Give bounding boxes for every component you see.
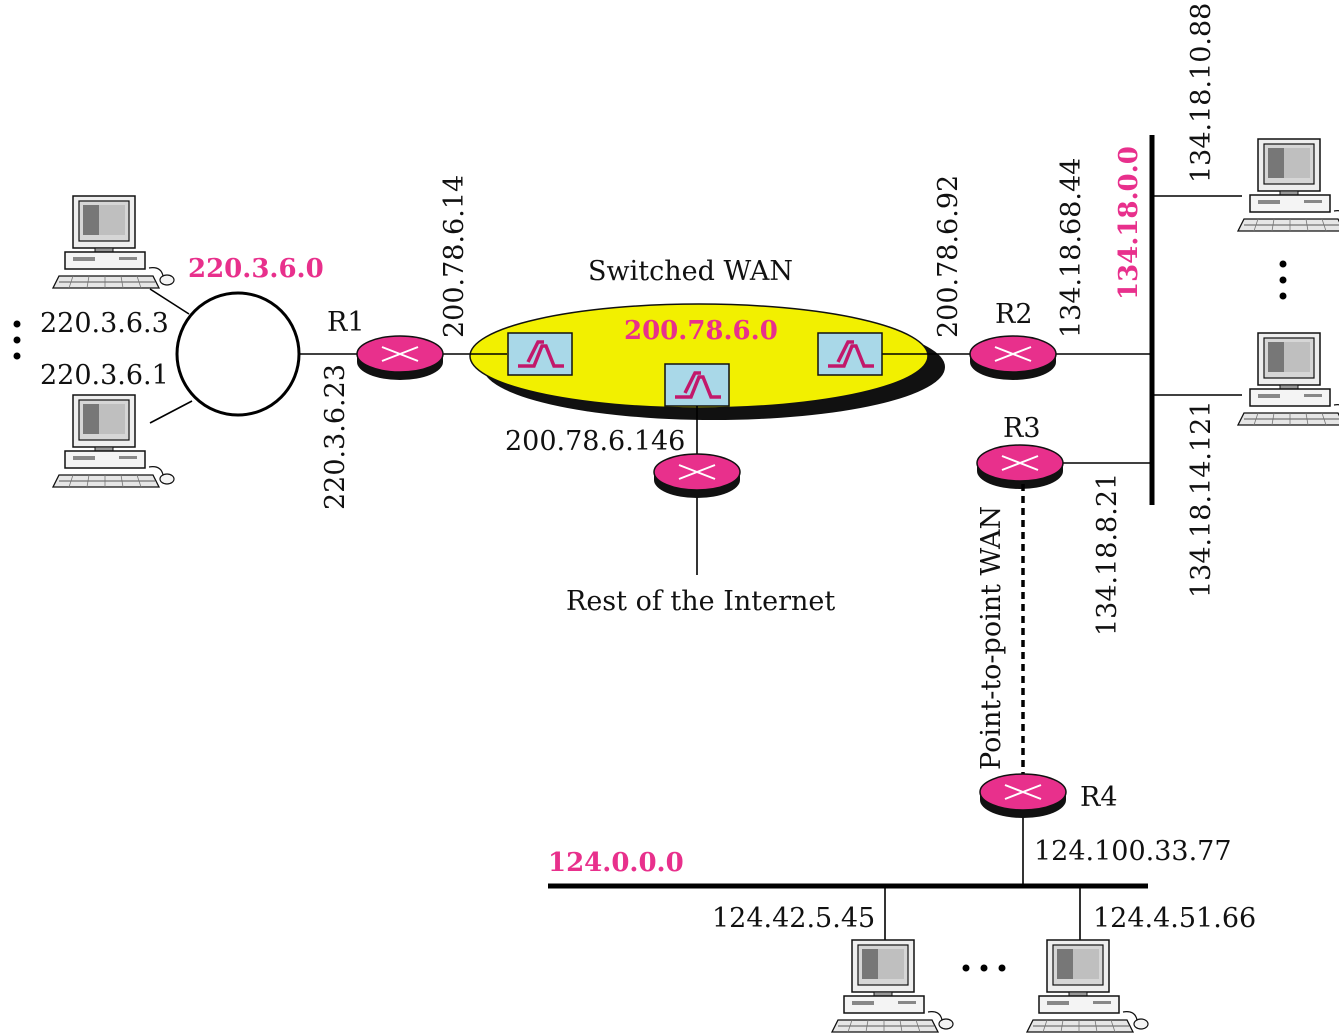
- host-address-bottom-right: 124.4.51.66: [1093, 903, 1256, 934]
- router-label-r1: R1: [327, 307, 365, 338]
- network-label-ring: 220.3.6.0: [188, 254, 324, 284]
- host-address-bottom-left: 124.42.5.45: [712, 903, 875, 934]
- switched-wan-cloud: [469, 303, 929, 409]
- network-label-124: 124.0.0.0: [548, 848, 684, 878]
- computer-icon[interactable]: [1237, 332, 1339, 426]
- lan-ring-220: 220.3.6.0 220.3.6.3 220.3.6.1: [13, 195, 324, 488]
- r1-wan-address: 200.78.6.14: [439, 175, 470, 338]
- point-to-point-wan-label: Point-to-point WAN: [976, 506, 1007, 770]
- rest-of-internet-label: Rest of the Internet: [566, 586, 835, 617]
- host-address-right-bottom: 134.18.14.121: [1186, 400, 1217, 598]
- r2-lan-address: 134.18.68.44: [1056, 158, 1087, 338]
- router-r2-icon[interactable]: [969, 335, 1057, 381]
- computer-icon[interactable]: [1237, 138, 1339, 232]
- host-address-ring-bottom: 220.3.6.1: [40, 360, 169, 391]
- r4-lan-address: 124.100.33.77: [1034, 836, 1232, 867]
- more-hosts-dots: [962, 964, 970, 972]
- r1-lan-address: 220.3.6.23: [320, 364, 351, 510]
- r2-wan-address: 200.78.6.92: [933, 175, 964, 338]
- computer-icon[interactable]: [831, 939, 954, 1033]
- router-label-r4: R4: [1080, 782, 1118, 813]
- internet-router-address: 200.78.6.146: [505, 426, 685, 457]
- wan-switch-icon[interactable]: [816, 331, 884, 377]
- computer-icon[interactable]: [52, 195, 175, 289]
- network-label-134: 134.18.0.0: [1114, 146, 1144, 300]
- computer-icon[interactable]: [1026, 939, 1149, 1033]
- wan-switch-icon[interactable]: [663, 362, 731, 408]
- router-r1-icon[interactable]: [356, 335, 444, 381]
- host-address-right-top: 134.18.10.88: [1186, 3, 1217, 183]
- switched-wan-title: Switched WAN: [588, 256, 793, 287]
- router-label-r2: R2: [995, 299, 1033, 330]
- r3-lan-address: 134.18.8.21: [1092, 473, 1123, 636]
- router-r4-icon[interactable]: [979, 773, 1067, 819]
- lan-bus-124: 124.0.0.0 124.42.5.45 124.4.51.66: [548, 848, 1256, 1033]
- token-ring: [175, 291, 301, 417]
- lan-bus-134: 134.18.0.0 134.18.10.88 134.18.14.121: [1114, 3, 1339, 598]
- router-r3-icon[interactable]: [976, 444, 1064, 490]
- computer-icon[interactable]: [52, 394, 175, 488]
- more-hosts-dots: [1279, 260, 1287, 268]
- more-hosts-dots: [13, 320, 21, 328]
- router-internet-icon[interactable]: [653, 453, 741, 499]
- host-address-ring-top: 220.3.6.3: [40, 308, 169, 339]
- switched-wan: Switched WAN 200.78.6.0: [469, 256, 945, 420]
- router-label-r3: R3: [1003, 413, 1041, 444]
- network-label-switched-wan: 200.78.6.0: [624, 316, 778, 346]
- wan-switch-icon[interactable]: [506, 331, 574, 377]
